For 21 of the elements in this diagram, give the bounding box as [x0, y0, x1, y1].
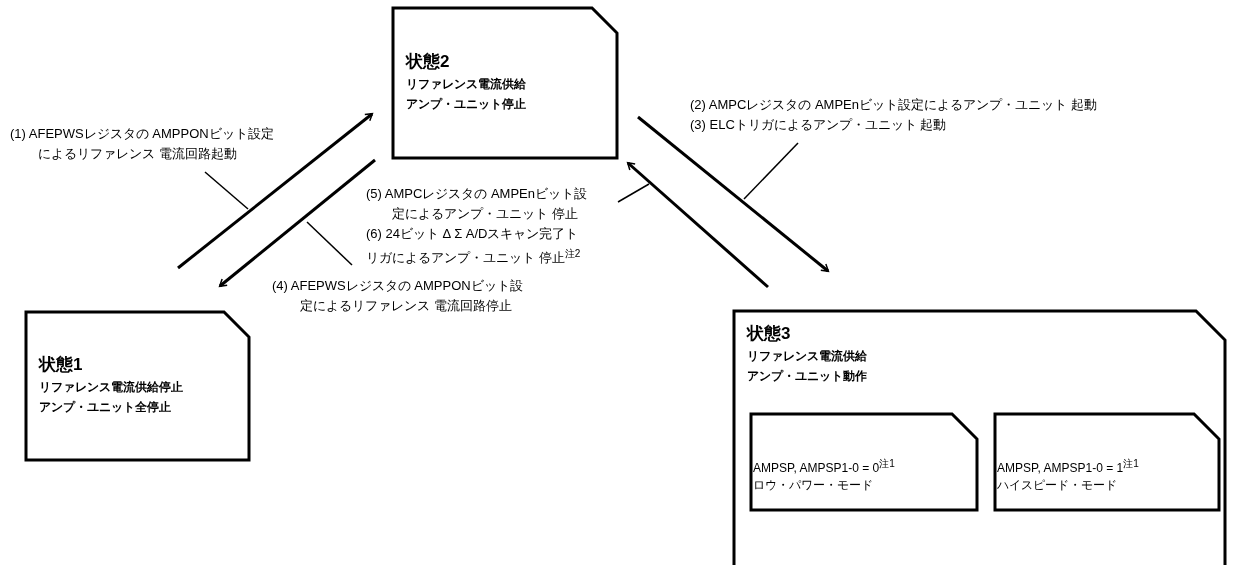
mode-name: ハイスピード・モード [997, 477, 1118, 494]
state-description: アンプ・ユニット動作 [747, 368, 868, 385]
edge-label: (1) AFEPWSレジスタの AMPPONビット設定によるリファレンス 電流回路起動 [10, 125, 274, 163]
arrow [218, 158, 376, 288]
state-description: アンプ・ユニット全停止 [39, 399, 172, 416]
state-description: リファレンス電流供給停止 [39, 379, 184, 396]
state-title: 状態1 [39, 354, 84, 376]
arrow [177, 112, 374, 270]
register-setting: AMPSP, AMPSP1-0 = 0$^{注1}$ [753, 457, 896, 477]
state-title: 状態3 [747, 323, 792, 345]
state-description: リファレンス電流供給 [406, 76, 527, 93]
edge-label: (4) AFEPWSレジスタの AMPPONビット設定によるリファレンス 電流回路停止 [272, 277, 523, 315]
state-description: リファレンス電流供給 [747, 348, 868, 365]
state-title: 状態2 [406, 51, 451, 73]
arrow [637, 115, 830, 273]
edge-label: (5) AMPCレジスタの AMPEnビット設定によるアンプ・ユニット 停止 (6) 24ビット Δ Σ A/Dスキャン完了トリガによるアンプ・ユニット 停止$^{注2}$ [366, 185, 588, 268]
register-setting: AMPSP, AMPSP1-0 = 1$^{注1}$ [997, 457, 1140, 477]
mode-name: ロウ・パワー・モード [753, 477, 874, 494]
arrow [626, 161, 769, 289]
state-description: アンプ・ユニット停止 [406, 96, 527, 113]
edge-label: (2) AMPCレジスタの AMPEnビット設定によるアンプ・ユニット 起動 (3) ELCトリガによるアンプ・ユニット 起動 [690, 96, 1097, 134]
